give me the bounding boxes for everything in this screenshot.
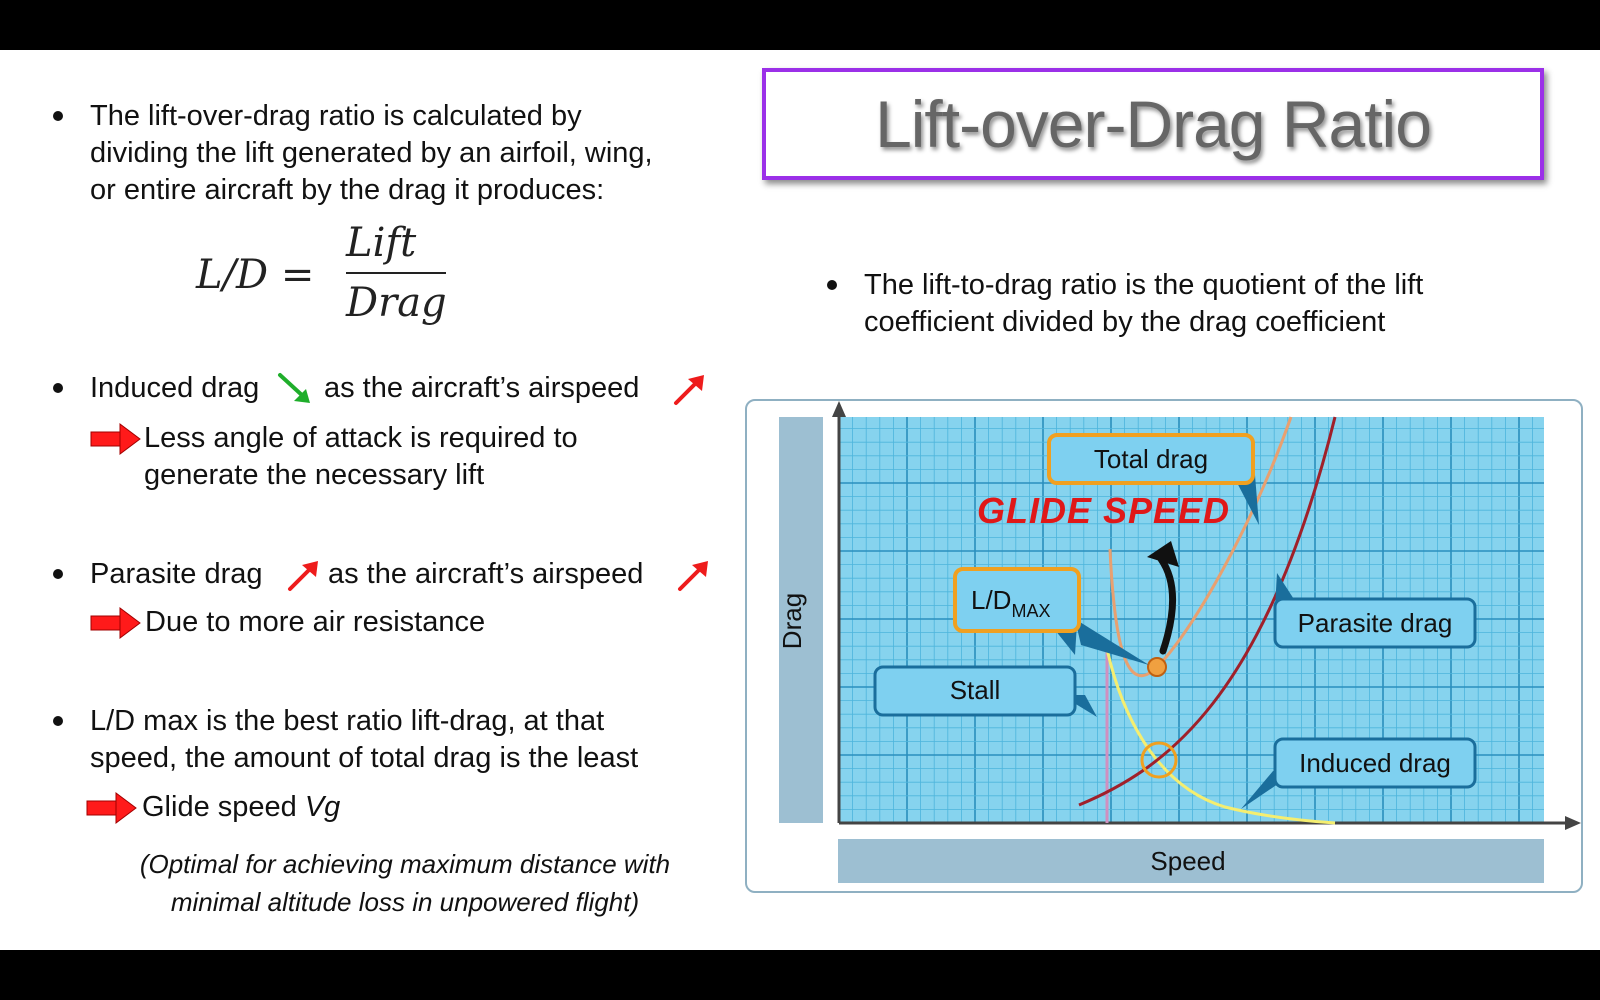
red-up-right-arrow-icon	[288, 561, 318, 591]
glide-speed-text: Glide speed Vg	[142, 789, 340, 826]
glide-speed-symbol: Vg	[304, 791, 341, 823]
title-box: Lift-over-Drag Ratio	[762, 68, 1544, 180]
page-title: Lift-over-Drag Ratio	[875, 87, 1432, 161]
note-line: (Optimal for achieving maximum distance …	[139, 849, 671, 879]
bullet-line: or entire aircraft by the drag it produc…	[90, 174, 605, 206]
y-axis-label: Drag	[777, 593, 807, 649]
total-drag-label-box	[1047, 433, 1255, 485]
glide-speed-label: Glide speed	[142, 791, 305, 823]
parasite-drag-text: Parasite drag	[90, 558, 263, 590]
ld-max-label: L/DMAX	[971, 585, 1050, 621]
parasite-drag-curve	[1078, 416, 1337, 807]
formula-fraction-bar	[346, 272, 446, 274]
red-up-right-arrow-icon	[674, 375, 704, 405]
parasite-drag-label: Parasite drag	[1298, 608, 1453, 638]
black-arrowhead-icon	[1147, 541, 1179, 567]
sub-line: Less angle of attack is required to	[144, 422, 578, 454]
induced-drag-label: Induced drag	[1299, 748, 1451, 778]
red-right-arrow-icon	[90, 607, 141, 639]
x-axis-arrowhead	[1565, 816, 1581, 830]
bullet-line: The lift-to-drag ratio is the quotient o…	[864, 269, 1424, 301]
y-axis-band	[779, 417, 823, 823]
induced-drag-curve	[1105, 648, 1336, 825]
sub-line: generate the necessary lift	[144, 459, 485, 491]
bullet-line: L/D max is the best ratio lift-drag, at …	[90, 705, 605, 737]
parasite-drag-explanation: Due to more air resistance	[145, 606, 486, 638]
bullet-induced-drag: Induced drag	[52, 370, 260, 407]
red-up-right-arrow-icon	[678, 561, 708, 591]
ld-max-label-main: L/D	[971, 585, 1011, 615]
glide-speed-note: (Optimal for achieving maximum distance …	[100, 845, 710, 921]
parasite-drag-label-box	[1273, 597, 1477, 649]
airspeed-text: as the aircraft’s airspeed	[328, 558, 644, 590]
formula-lhs: L/D =	[196, 252, 315, 298]
slide: Lift-over-Drag Ratio The lift-over-drag …	[0, 50, 1600, 950]
induced-drag-text: Induced drag	[90, 372, 260, 404]
ld-max-pointer-tail	[1075, 619, 1149, 665]
bullet-line: dividing the lift generated by an airfoi…	[90, 137, 653, 169]
stall-label: Stall	[950, 675, 1001, 705]
ld-max-point	[1147, 657, 1167, 677]
total-drag-label: Total drag	[1094, 444, 1208, 474]
bullet-line: coefficient divided by the drag coeffici…	[864, 306, 1386, 338]
drag-speed-diagram: Drag Speed GLIDE SPEED Total drag	[777, 401, 1581, 883]
red-right-arrow-icon	[86, 792, 137, 824]
bullet-line: speed, the amount of total drag is the l…	[90, 742, 639, 774]
curves-intersection-marker	[1140, 741, 1178, 779]
green-down-right-arrow-icon	[278, 373, 310, 403]
total-drag-pointer	[1233, 475, 1259, 525]
ld-max-label-sub: MAX	[1011, 601, 1050, 621]
induced-drag-explanation: Less angle of attack is required to gene…	[144, 420, 578, 494]
induced-drag-label-box	[1273, 737, 1477, 789]
bullet-ld-max: L/D max is the best ratio lift-drag, at …	[52, 703, 639, 777]
glide-speed-annotation: GLIDE SPEED	[977, 490, 1230, 531]
bullet-line: The lift-over-drag ratio is calculated b…	[90, 100, 582, 132]
black-curved-arrow-icon	[1157, 555, 1176, 655]
ld-max-label-box	[953, 567, 1081, 633]
y-axis-arrowhead	[832, 401, 846, 417]
x-axis-label: Speed	[1150, 846, 1225, 876]
red-right-arrow-icon	[90, 423, 141, 455]
bullet-ld-quotient: The lift-to-drag ratio is the quotient o…	[826, 267, 1424, 341]
note-line: minimal altitude loss in unpowered fligh…	[170, 887, 640, 917]
formula-numerator: Lift	[346, 220, 417, 266]
x-axis-band	[838, 839, 1544, 883]
bullet-ld-definition: The lift-over-drag ratio is calculated b…	[53, 98, 653, 209]
formula-denominator: Drag	[346, 280, 447, 326]
airspeed-text: as the aircraft’s airspeed	[324, 372, 640, 404]
bullet-parasite-drag: Parasite drag	[53, 556, 263, 593]
stall-label-box	[873, 665, 1077, 717]
